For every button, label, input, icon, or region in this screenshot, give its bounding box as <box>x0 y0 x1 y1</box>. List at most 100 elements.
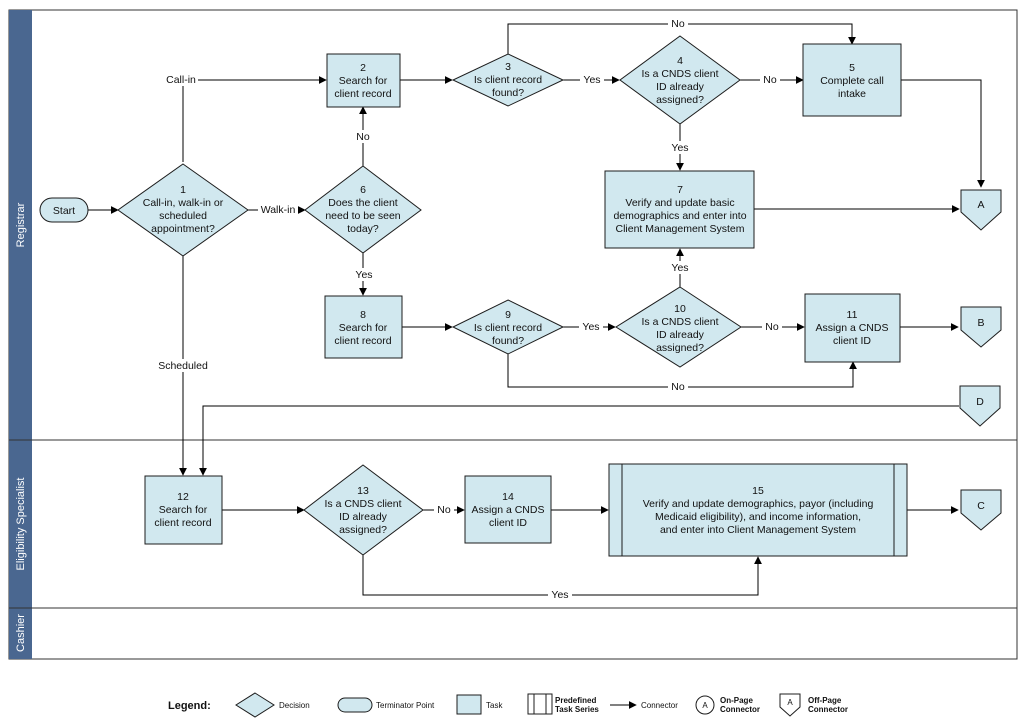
legend-predefined-label: Task Series <box>555 705 599 714</box>
terminator-start <box>39 197 89 223</box>
legend-onpage-icon <box>695 695 715 715</box>
node-6-number: 6 <box>360 184 366 196</box>
node-4-number: 4 <box>677 55 683 67</box>
edge-label-no: No <box>437 504 451 516</box>
node-12-number: 12 <box>177 491 189 503</box>
node-2-number: 2 <box>360 62 366 74</box>
node-labels: Start 1 Call-in, walk-in or scheduled ap… <box>53 55 985 536</box>
task-14 <box>464 475 552 544</box>
node-5-number: 5 <box>849 62 855 74</box>
edge-label-yes: Yes <box>582 321 599 333</box>
edge-D-12 <box>199 405 959 476</box>
node-13-line: assigned? <box>339 524 387 536</box>
node-11-line: Assign a CNDS <box>816 322 889 334</box>
node-8-line: client record <box>334 335 391 347</box>
legend-predefined-label: Predefined <box>555 696 596 705</box>
node-4-line: Is a CNDS client <box>641 68 718 80</box>
lane-header-registrar <box>9 10 32 440</box>
legend-title: Legend: <box>168 700 211 712</box>
legend-terminator-label: Terminator Point <box>376 701 435 710</box>
legend-onpage-symbol: A <box>702 701 708 710</box>
offpage-connector-C <box>960 489 1002 531</box>
offpage-connector-A-label: A <box>977 199 984 211</box>
node-13-line: ID already <box>339 511 388 523</box>
edge-label-walk-in: Walk-in <box>261 204 296 216</box>
node-13-number: 13 <box>357 485 369 497</box>
legend: Legend: Decision Terminator Point Task P… <box>168 692 848 718</box>
node-14-line: Assign a CNDS <box>472 504 545 516</box>
node-11-number: 11 <box>847 309 858 321</box>
offpage-connector-D <box>959 385 1001 427</box>
node-8-number: 8 <box>360 309 366 321</box>
task-11 <box>804 293 901 363</box>
node-8-line: Search for <box>339 322 388 334</box>
node-12-line: client record <box>154 517 211 529</box>
edge-label-yes: Yes <box>551 589 568 601</box>
task-8 <box>324 295 403 359</box>
edge-1-2 <box>182 76 327 162</box>
node-7-number: 7 <box>677 184 683 196</box>
lane-label-cashier: Cashier <box>15 614 27 652</box>
lane-label-registrar: Registrar <box>15 202 27 247</box>
node-9-line: Is client record <box>474 322 542 334</box>
node-2-line: client record <box>334 88 391 100</box>
offpage-connector-D-label: D <box>976 396 984 408</box>
node-14-line: client ID <box>489 517 527 529</box>
lane-label-eligibility: Eligibility Specialist <box>15 478 27 571</box>
decision-1 <box>117 163 249 257</box>
node-6-line: need to be seen <box>325 210 400 222</box>
edge-label-yes: Yes <box>583 74 600 86</box>
legend-offpage-icon <box>779 693 801 717</box>
node-3-number: 3 <box>505 61 511 73</box>
edge-labels: Call-in Walk-in Scheduled No Yes Yes No … <box>156 17 782 601</box>
decision-6 <box>304 165 422 254</box>
decision-13 <box>303 464 424 556</box>
legend-decision-icon <box>235 692 275 718</box>
terminator-start-label: Start <box>53 205 75 217</box>
legend-offpage-label: Off-Page <box>808 696 842 705</box>
node-14-number: 14 <box>502 491 514 503</box>
node-11-line: client ID <box>833 335 871 347</box>
offpage-connector-C-label: C <box>977 500 985 512</box>
node-2-line: Search for <box>339 75 388 87</box>
node-10-line: Is a CNDS client <box>641 316 718 328</box>
legend-task-icon <box>456 694 482 715</box>
edge-label-yes: Yes <box>671 142 688 154</box>
edge-label-no: No <box>671 381 685 393</box>
legend-onpage-label: On-Page <box>720 696 753 705</box>
edge-label-no: No <box>765 321 779 333</box>
legend-terminator-icon <box>337 697 373 713</box>
node-6-line: today? <box>347 223 379 235</box>
decision-10 <box>615 286 742 368</box>
node-10-line: assigned? <box>656 342 704 354</box>
node-13-line: Is a CNDS client <box>324 498 401 510</box>
node-1-line: scheduled <box>159 210 207 222</box>
node-15-line: and enter into Client Management System <box>660 524 856 536</box>
lane-header-eligibility <box>9 440 32 608</box>
node-4-line: ID already <box>656 81 705 93</box>
node-9-line: found? <box>492 335 524 347</box>
edge-label-no: No <box>356 131 370 143</box>
edge-label-no: No <box>671 18 685 30</box>
node-15-line: Verify and update demographics, payor (i… <box>643 498 874 510</box>
node-10-number: 10 <box>674 303 686 315</box>
node-1-line: appointment? <box>151 223 215 235</box>
decision-4 <box>619 35 741 125</box>
node-1-line: Call-in, walk-in or <box>143 197 224 209</box>
legend-task-label: Task <box>486 701 503 710</box>
node-6-line: Does the client <box>328 197 398 209</box>
node-5-line: Complete call <box>820 75 884 87</box>
legend-onpage-label: Connector <box>720 705 760 714</box>
node-15-number: 15 <box>752 485 764 497</box>
node-9-number: 9 <box>505 309 511 321</box>
node-4-line: assigned? <box>656 94 704 106</box>
node-1-number: 1 <box>180 184 186 196</box>
task-7 <box>604 170 755 249</box>
node-3-line: Is client record <box>474 74 542 86</box>
task-2 <box>326 53 401 108</box>
edge-label-yes: Yes <box>671 262 688 274</box>
edge-label-no: No <box>763 74 777 86</box>
edge-label-yes: Yes <box>355 269 372 281</box>
offpage-connector-B-label: B <box>977 317 984 329</box>
